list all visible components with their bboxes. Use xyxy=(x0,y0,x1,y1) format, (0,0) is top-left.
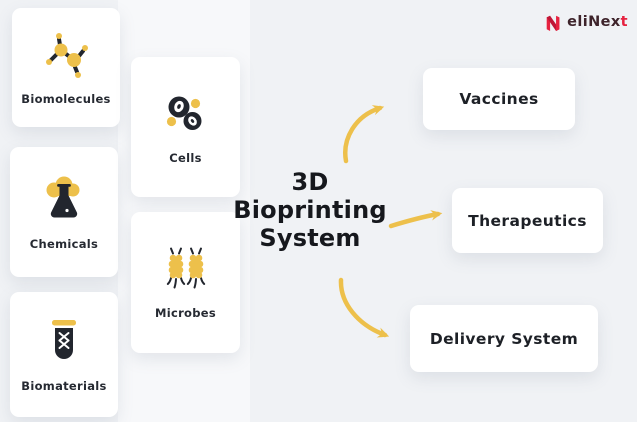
title-line-2: Bioprinting xyxy=(233,195,387,224)
card-delivery-system: Delivery System xyxy=(410,305,598,372)
card-label: Biomolecules xyxy=(21,92,111,106)
brand-wordmark: eliNext xyxy=(567,14,628,30)
card-label: Vaccines xyxy=(459,90,539,108)
elinext-n-icon xyxy=(546,15,560,31)
card-label: Biomaterials xyxy=(21,379,107,393)
card-cells: Cells xyxy=(131,57,240,197)
card-therapeutics: Therapeutics xyxy=(452,188,603,253)
brand-logo: eliNext xyxy=(545,11,628,33)
flask-icon xyxy=(46,176,80,217)
title-line-1: 3D xyxy=(291,168,329,196)
arrow-to-delivery-icon xyxy=(338,277,390,338)
card-biomaterials: Biomaterials xyxy=(10,292,118,417)
cells-icon xyxy=(166,96,201,130)
molecule-icon xyxy=(46,33,88,78)
title-line-3: System xyxy=(259,223,361,252)
microbes-icon xyxy=(166,247,205,289)
card-label: Microbes xyxy=(154,306,217,320)
card-label: Delivery System xyxy=(429,329,579,348)
card-biomolecules: Biomolecules xyxy=(12,8,120,127)
brand-wordmark-accent: t xyxy=(620,14,628,30)
card-label: Therapeutics xyxy=(468,211,587,230)
test-tube-dna-icon xyxy=(52,320,76,359)
card-chemicals: Chemicals xyxy=(10,147,118,277)
diagram-title: 3D Bioprinting System xyxy=(220,168,400,252)
brand-wordmark-main: eliNex xyxy=(567,14,621,30)
card-vaccines: Vaccines xyxy=(423,68,575,130)
card-microbes: Microbes xyxy=(131,212,240,353)
card-label: Chemicals xyxy=(29,236,99,251)
card-label: Cells xyxy=(169,150,202,165)
arrow-to-vaccines-icon xyxy=(343,105,385,164)
